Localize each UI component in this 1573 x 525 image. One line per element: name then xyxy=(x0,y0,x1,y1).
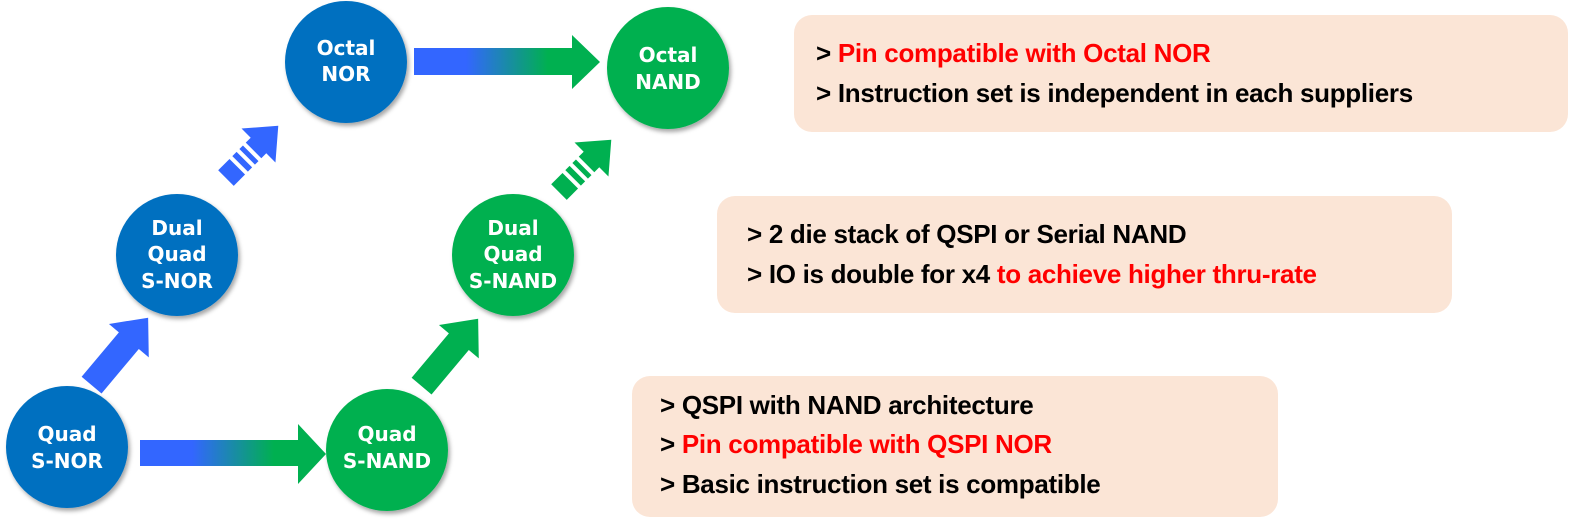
node-octal-nor: Octal NOR xyxy=(285,1,407,123)
note-text: IO is double for x4 xyxy=(768,259,997,289)
note-text: Basic instruction set is compatible xyxy=(681,469,1101,499)
note-line: > Pin compatible with Octal NOR xyxy=(816,38,1211,68)
arrow-quad-snor-to-quad-snand xyxy=(140,424,326,484)
node-quad-snor: Quad S-NOR xyxy=(6,386,128,508)
bullet-prefix: > xyxy=(660,469,682,499)
node-label-line: Dual xyxy=(151,216,202,240)
bullet-prefix: > xyxy=(747,219,769,249)
node-label-line: Octal xyxy=(317,36,376,60)
arrow-quad-snand-to-dual-quad-snand xyxy=(411,318,479,395)
arrow-quad-snor-to-dual-quad-snor xyxy=(81,317,149,394)
arrow-octal-nor-to-octal-nand xyxy=(414,35,600,89)
node-label-line: S-NOR xyxy=(141,269,213,293)
note-octal-nand: > Pin compatible with Octal NOR > Instru… xyxy=(794,15,1568,132)
note-quad-snand: > QSPI with NAND architecture > Pin comp… xyxy=(632,376,1278,517)
note-dual-quad-snand: > 2 die stack of QSPI or Serial NAND > I… xyxy=(717,196,1452,313)
bullet-prefix: > xyxy=(660,390,682,420)
note-line: > IO is double for x4 to achieve higher … xyxy=(747,259,1317,289)
node-quad-snand: Quad S-NAND xyxy=(326,389,448,511)
note-line: > 2 die stack of QSPI or Serial NAND xyxy=(747,219,1187,249)
node-dual-quad-snor: Dual Quad S-NOR xyxy=(116,194,238,316)
bullet-prefix: > xyxy=(816,38,838,68)
bullet-prefix: > xyxy=(816,78,838,108)
note-text: QSPI with NAND architecture xyxy=(681,390,1034,420)
node-label-line: Octal xyxy=(639,43,698,67)
node-label-line: Quad xyxy=(483,242,542,266)
node-label-line: S-NAND xyxy=(469,269,557,293)
node-label-line: Quad xyxy=(147,242,206,266)
node-label-line: NOR xyxy=(321,62,370,86)
note-line: > Instruction set is independent in each… xyxy=(816,78,1413,108)
note-line: > Basic instruction set is compatible xyxy=(660,469,1101,499)
node-octal-nand: Octal NAND xyxy=(607,7,729,129)
note-text: Instruction set is independent in each s… xyxy=(837,78,1413,108)
note-line: > Pin compatible with QSPI NOR xyxy=(660,429,1052,459)
arrow-dual-quad-snor-to-octal-nor xyxy=(218,125,279,186)
note-text: 2 die stack of QSPI or Serial NAND xyxy=(768,219,1187,249)
bullet-prefix: > xyxy=(660,429,682,459)
arrow-dual-quad-snand-to-octal-nand xyxy=(551,139,612,200)
bullet-prefix: > xyxy=(747,259,769,289)
node-label-line: S-NOR xyxy=(31,449,103,473)
node-label-line: Quad xyxy=(357,422,416,446)
node-label-line: Dual xyxy=(487,216,538,240)
node-label-line: NAND xyxy=(635,70,701,94)
note-line: > QSPI with NAND architecture xyxy=(660,390,1034,420)
note-highlight: Pin compatible with QSPI NOR xyxy=(681,429,1052,459)
node-label-line: S-NAND xyxy=(343,449,431,473)
note-highlight: Pin compatible with Octal NOR xyxy=(837,38,1211,68)
node-dual-quad-snand: Dual Quad S-NAND xyxy=(452,194,574,316)
node-label-line: Quad xyxy=(37,422,96,446)
note-highlight: to achieve higher thru-rate xyxy=(996,259,1317,289)
